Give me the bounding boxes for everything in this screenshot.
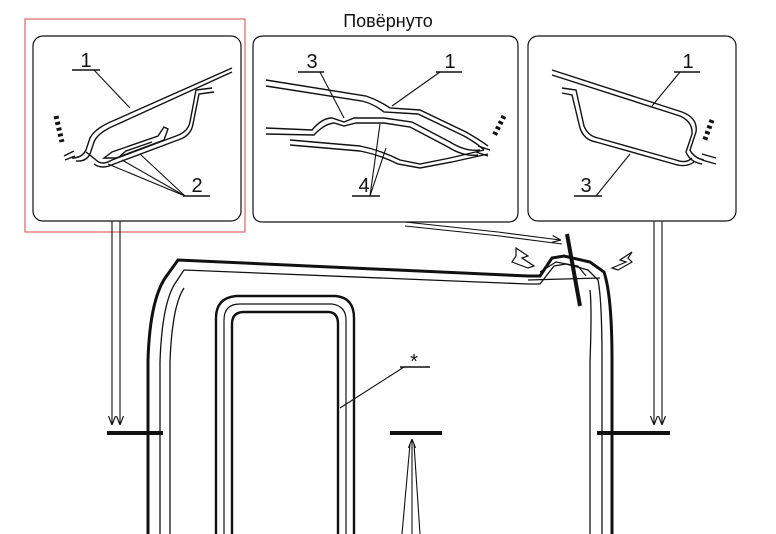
- section-middle-drawing: [265, 79, 507, 169]
- callout-mid-1: 1: [444, 51, 455, 73]
- direction-arrow-right: [610, 251, 633, 271]
- callout-left-2-leader-c: [139, 153, 186, 197]
- callout-left-2: 2: [191, 175, 202, 197]
- diagram-title: Повёрнуто: [343, 11, 433, 31]
- callout-left-2-leader-a: [107, 163, 186, 197]
- detail-panel-left: [32, 35, 242, 222]
- callout-left-1-leader: [93, 69, 131, 109]
- callout-mid-4: 4: [358, 175, 369, 197]
- callout-mid-1-leader: [391, 71, 441, 107]
- callout-right-1-leader: [651, 71, 681, 107]
- callout-mid-4-leader-b: [369, 147, 387, 197]
- highlight-frame: [24, 18, 246, 233]
- direction-arrow-left: [511, 246, 536, 269]
- callout-left-1: 1: [80, 50, 91, 72]
- body-outline: [146, 254, 614, 534]
- section-right-drawing: [551, 69, 717, 167]
- center-arrow-b: [401, 443, 411, 534]
- section-left-drawing: [53, 67, 233, 168]
- center-arrow-c: [413, 443, 421, 534]
- section-cut-top: [565, 233, 582, 307]
- callout-right-3-leader: [595, 153, 631, 197]
- detail-panel-right: [527, 35, 737, 222]
- leader-middle-b: [404, 225, 563, 245]
- callout-mid-3: 3: [306, 51, 317, 73]
- asterisk-leader: [339, 366, 405, 409]
- detail-panel-middle: [252, 35, 519, 223]
- callout-mid-3-leader: [319, 71, 345, 119]
- callout-mid-4-leader-a: [369, 123, 381, 197]
- body-marker: *: [410, 351, 418, 373]
- callout-right-1: 1: [682, 51, 693, 73]
- window-opening: [214, 294, 356, 534]
- callout-right-3: 3: [580, 175, 591, 197]
- callout-left-2-leader-b: [121, 159, 186, 197]
- leader-middle: [404, 221, 560, 240]
